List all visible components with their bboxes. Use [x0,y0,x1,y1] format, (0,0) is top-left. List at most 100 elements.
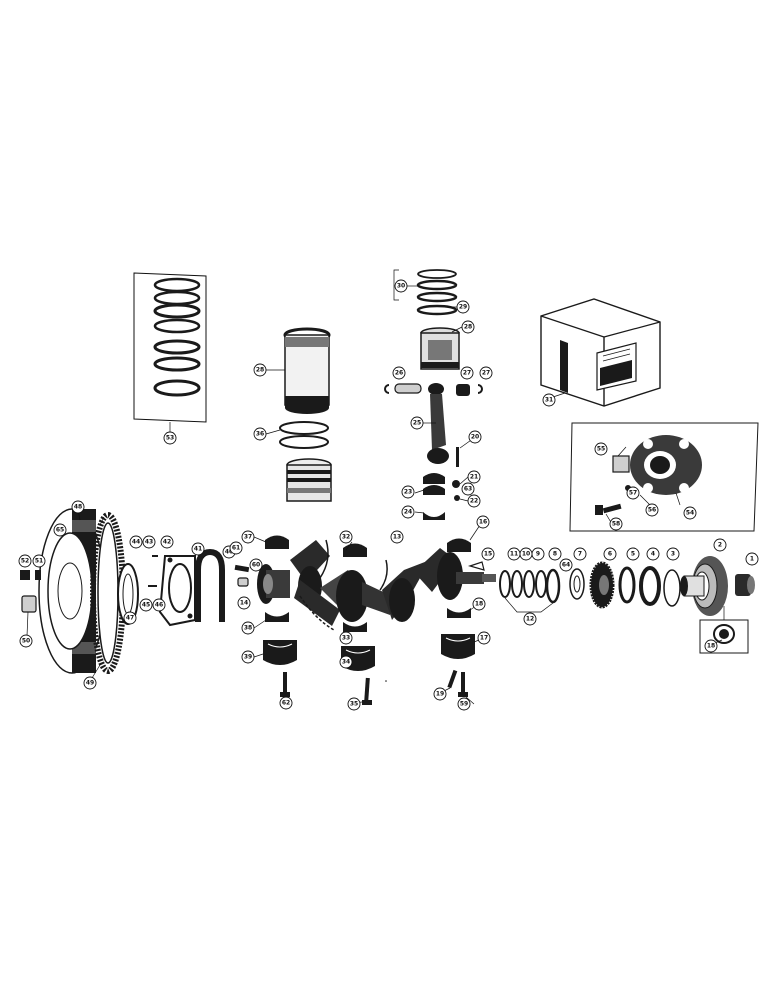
main-bearings-lower [265,608,471,632]
callout-16: 16 [476,515,490,529]
callout-19: 19 [433,687,447,701]
svg-text:63: 63 [464,486,472,493]
flywheel-housing [38,508,106,674]
svg-text:35: 35 [350,701,358,708]
thrust-washers [499,568,561,613]
callout-46: 46 [152,598,166,612]
svg-text:17: 17 [480,635,488,642]
svg-text:60: 60 [252,562,260,569]
callout-12: 12 [523,612,537,626]
svg-text:48: 48 [74,504,82,511]
svg-text:49: 49 [86,680,94,687]
sleeve-seal-rings [279,421,329,449]
pulley-key-box [699,606,749,654]
callout-62: 62 [279,696,293,710]
svg-text:11: 11 [510,551,518,558]
callout-8: 8 [548,547,562,561]
pulley-hub [630,435,702,495]
svg-text:15: 15 [484,551,492,558]
svg-text:26: 26 [395,370,403,377]
svg-text:56: 56 [648,507,656,514]
callout-9: 9 [531,547,545,561]
callout-28: 28 [253,363,267,377]
callout-47: 47 [123,611,137,625]
callout-22: 22 [467,494,481,508]
svg-text:23: 23 [404,489,412,496]
piston-right [420,327,460,370]
svg-text:38: 38 [244,625,252,632]
callout-39: 39 [241,650,255,664]
svg-text:27: 27 [463,370,471,377]
callout-30: 30 [394,279,408,293]
callout-11: 11 [507,547,521,561]
callout-3: 3 [666,547,680,561]
callout-58: 58 [609,517,623,531]
dowel-parts [234,564,250,587]
callout-10: 10 [519,547,533,561]
compression-rings [393,269,458,316]
svg-text:2: 2 [718,542,722,549]
svg-text:50: 50 [22,638,30,645]
callout-38: 38 [241,621,255,635]
spacer-ring [569,568,585,600]
svg-text:36: 36 [256,431,264,438]
callout-18b: 18 [704,639,718,653]
svg-text:29: 29 [459,304,467,311]
svg-text:39: 39 [244,654,252,661]
svg-text:55: 55 [597,446,605,453]
callout-29: 29 [456,300,470,314]
callout-17: 17 [477,631,491,645]
svg-text:43: 43 [145,539,153,546]
piston-ring-stack [153,277,201,397]
callout-41: 41 [191,542,205,556]
svg-text:12: 12 [526,616,534,623]
connecting-rod [427,383,459,467]
callout-44: 44 [129,535,143,549]
svg-text:58: 58 [612,521,620,528]
svg-text:54: 54 [686,510,694,517]
woodruff-key [467,561,485,571]
callout-56: 56 [645,503,659,517]
svg-text:9: 9 [536,551,540,558]
svg-text:42: 42 [163,539,171,546]
callout-28b: 28 [461,320,475,334]
svg-text:21: 21 [470,474,478,481]
callout-27: 27 [460,366,474,380]
rod-bearing-parts [423,473,460,520]
svg-text:34: 34 [342,659,350,666]
svg-text:19: 19 [436,691,444,698]
callout-32: 32 [339,530,353,544]
svg-text:59: 59 [460,701,468,708]
callout-2: 2 [713,538,727,552]
callout-6: 6 [603,547,617,561]
callout-37: 37 [241,530,255,544]
svg-text:47: 47 [126,615,134,622]
svg-text:28: 28 [256,367,264,374]
callout-23: 23 [401,485,415,499]
callout-25: 25 [410,416,424,430]
piston-ring-set-box [133,272,207,436]
callout-14: 14 [237,596,251,610]
callout-5: 5 [626,547,640,561]
callout-33: 33 [339,631,353,645]
svg-text:41: 41 [194,546,202,553]
crankshaft-pulley [680,556,728,616]
svg-text:13: 13 [393,534,401,541]
svg-text:27: 27 [482,370,490,377]
cap-bolts [280,669,468,705]
callout-31: 31 [542,393,556,407]
svg-text:20: 20 [471,434,479,441]
crankshaft-gear [589,561,615,609]
svg-text:18: 18 [707,643,715,650]
svg-text:3: 3 [671,551,675,558]
svg-text:30: 30 [397,283,405,290]
callout-64: 64 [559,558,573,572]
svg-text:51: 51 [35,558,43,565]
callout-49: 49 [83,676,97,690]
callout-35: 35 [347,697,361,711]
callout-53: 53 [163,431,177,445]
callout-27b: 27 [479,366,493,380]
wrist-pin-assembly [384,383,483,396]
